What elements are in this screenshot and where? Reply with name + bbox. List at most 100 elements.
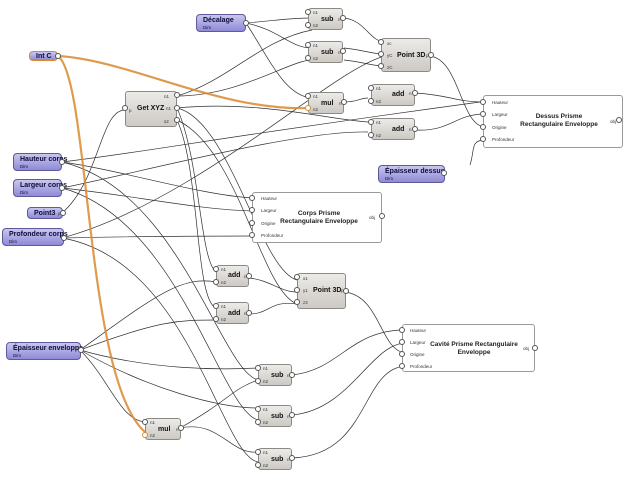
node-sub-4[interactable]: n1 n2 sub n xyxy=(258,405,292,427)
port-dot[interactable] xyxy=(340,15,346,21)
port-dot[interactable] xyxy=(368,85,374,91)
port-dot[interactable] xyxy=(480,99,486,105)
node-get-xyz[interactable]: p Get XYZ n1 n1 s2 xyxy=(125,91,177,127)
port-dot[interactable] xyxy=(305,93,311,99)
node-sub-3[interactable]: n1 n2 sub n xyxy=(258,364,292,386)
port-dot[interactable] xyxy=(305,105,311,111)
port-dot[interactable] xyxy=(55,53,61,59)
node-add-4[interactable]: n1 n2 add n xyxy=(216,302,249,324)
port-dot[interactable] xyxy=(246,310,252,316)
node-dessus-prisme[interactable]: Hauteur Largeur Origine Profondeur Dessu… xyxy=(483,95,623,148)
port-dot[interactable] xyxy=(289,455,295,461)
port-dot[interactable] xyxy=(142,419,148,425)
param-decalage[interactable]: Décalage Dim xyxy=(196,14,246,32)
input-label: n1 xyxy=(376,86,382,91)
port-dot[interactable] xyxy=(213,303,219,309)
port-dot[interactable] xyxy=(255,406,261,412)
node-sub-1[interactable]: n1 n2 sub n xyxy=(308,8,343,30)
port-dot[interactable] xyxy=(243,20,249,26)
port-dot[interactable] xyxy=(294,287,300,293)
param-port-label: p xyxy=(58,211,61,216)
node-title: Corps Prisme Rectangulaire Enveloppe xyxy=(280,210,358,225)
param-epaisseur-dessus[interactable]: Épaisseur dessus Dim xyxy=(378,165,445,183)
port-dot[interactable] xyxy=(368,119,374,125)
port-dot[interactable] xyxy=(379,213,385,219)
port-dot[interactable] xyxy=(255,378,261,384)
port-dot[interactable] xyxy=(399,339,405,345)
port-dot[interactable] xyxy=(305,42,311,48)
port-dot[interactable] xyxy=(178,425,184,431)
port-dot[interactable] xyxy=(378,63,384,69)
port-dot[interactable] xyxy=(289,372,295,378)
port-dot[interactable] xyxy=(174,117,180,123)
node-add-2[interactable]: n1 n2 add n xyxy=(371,118,415,140)
port-dot[interactable] xyxy=(60,210,66,216)
port-dot[interactable] xyxy=(255,365,261,371)
port-dot[interactable] xyxy=(399,327,405,333)
port-dot[interactable] xyxy=(305,22,311,28)
port-dot[interactable] xyxy=(428,52,434,58)
param-int-c[interactable]: Int C xyxy=(29,51,58,61)
port-dot[interactable] xyxy=(294,274,300,280)
port-dot[interactable] xyxy=(480,111,486,117)
port-dot[interactable] xyxy=(399,351,405,357)
port-dot[interactable] xyxy=(412,90,418,96)
port-dot[interactable] xyxy=(61,235,67,241)
param-hauteur-corps[interactable]: Hauteur corps Dim xyxy=(13,153,67,171)
port-dot[interactable] xyxy=(340,48,346,54)
port-dot[interactable] xyxy=(249,232,255,238)
port-dot[interactable] xyxy=(305,9,311,15)
port-dot[interactable] xyxy=(305,55,311,61)
port-dot[interactable] xyxy=(122,105,128,111)
node-sub-2[interactable]: n1 n2 sub n xyxy=(308,41,343,63)
port-dot[interactable] xyxy=(249,207,255,213)
output-label: n xyxy=(338,50,341,55)
port-dot[interactable] xyxy=(294,299,300,305)
port-dot[interactable] xyxy=(78,347,84,353)
node-corps-prisme[interactable]: Hauteur Largeur Origine Profondeur Corps… xyxy=(252,192,382,243)
param-largeur-corps[interactable]: Largeur corps Dim xyxy=(13,179,67,197)
port-dot[interactable] xyxy=(341,99,347,105)
port-dot[interactable] xyxy=(59,185,65,191)
port-dot[interactable] xyxy=(368,98,374,104)
node-cavite-prisme[interactable]: Hauteur Largeur Origine Profondeur Cavit… xyxy=(402,324,535,372)
port-dot[interactable] xyxy=(399,363,405,369)
param-point3[interactable]: Point3 p xyxy=(27,207,63,219)
port-dot[interactable] xyxy=(255,462,261,468)
port-dot[interactable] xyxy=(343,288,349,294)
port-dot[interactable] xyxy=(213,316,219,322)
port-dot[interactable] xyxy=(246,273,252,279)
port-dot[interactable] xyxy=(174,92,180,98)
port-dot[interactable] xyxy=(255,449,261,455)
port-dot[interactable] xyxy=(289,412,295,418)
port-dot[interactable] xyxy=(616,117,622,123)
port-dot[interactable] xyxy=(142,432,148,438)
port-dot[interactable] xyxy=(213,266,219,272)
port-dot[interactable] xyxy=(378,51,384,57)
param-dim-label: Dim xyxy=(20,164,28,169)
port-dot[interactable] xyxy=(368,132,374,138)
port-dot[interactable] xyxy=(249,195,255,201)
node-add-3[interactable]: n1 n2 add n xyxy=(216,265,249,287)
port-dot[interactable] xyxy=(255,419,261,425)
node-sub-5[interactable]: n1 n2 sub n xyxy=(258,448,292,470)
port-dot[interactable] xyxy=(480,124,486,130)
port-dot[interactable] xyxy=(532,345,538,351)
port-dot[interactable] xyxy=(249,220,255,226)
node-mul-2[interactable]: n1 n2 mul n xyxy=(145,418,181,440)
port-dot[interactable] xyxy=(480,136,486,142)
node-mul-1[interactable]: n1 n2 mul n xyxy=(308,92,344,114)
node-point-3d-1[interactable]: xc yC zC Point 3D p xyxy=(381,38,431,72)
param-profondeur-corps[interactable]: Profondeur corps Dim xyxy=(2,228,68,246)
node-add-1[interactable]: n1 n2 add n xyxy=(371,84,415,106)
port-dot[interactable] xyxy=(441,170,447,176)
port-dot[interactable] xyxy=(412,126,418,132)
node-point-3d-2[interactable]: x1 y1 z2 Point 3D p xyxy=(297,273,346,309)
port-dot[interactable] xyxy=(378,39,384,45)
node-title: sub xyxy=(271,372,284,379)
port-dot[interactable] xyxy=(174,105,180,111)
port-dot[interactable] xyxy=(59,159,65,165)
port-dot[interactable] xyxy=(213,279,219,285)
param-dim-label: Dim xyxy=(203,25,211,30)
param-epaisseur-enveloppe[interactable]: Épaisseur enveloppe Dim xyxy=(6,342,83,360)
